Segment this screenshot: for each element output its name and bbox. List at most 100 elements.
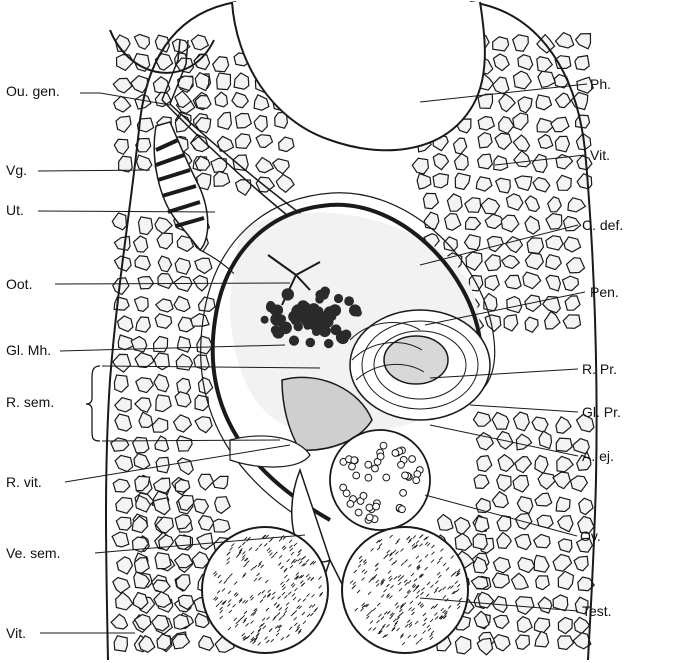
vitellarium-cell xyxy=(236,114,252,129)
label-ut: Ut. xyxy=(6,202,24,218)
vitellarium-cell xyxy=(478,154,493,169)
vitellarium-cell xyxy=(546,255,561,270)
vitellarium-cell xyxy=(433,174,448,188)
label-c-def: C. def. xyxy=(582,217,623,233)
vitellarium-cell xyxy=(234,73,249,89)
vitellarium-cell xyxy=(504,315,518,331)
vitellarium-cell xyxy=(498,455,514,472)
vitellarium-cell xyxy=(565,296,580,310)
vitellarium-cell xyxy=(494,156,508,171)
vitellarium-cell xyxy=(546,236,563,250)
vitellarium-cell xyxy=(499,117,514,134)
vitellarium-cell xyxy=(254,116,267,132)
label-vg: Vg. xyxy=(6,162,27,178)
vitellarium-cell xyxy=(494,54,510,71)
vitellarium-cell xyxy=(175,554,193,568)
mehlis-granule xyxy=(306,338,316,348)
vitellarium-cell xyxy=(115,398,131,412)
vitellarium-cell xyxy=(575,56,589,70)
mehlis-granule xyxy=(354,309,362,317)
label-gl-pr: Gl. Pr. xyxy=(582,404,621,420)
vitellarium-cell xyxy=(558,636,574,650)
vitellarium-cell xyxy=(158,256,171,272)
vitellarium-cell xyxy=(254,95,269,110)
ovum-cell xyxy=(365,461,372,468)
vitellarium-cell xyxy=(117,557,133,574)
vitellarium-cell xyxy=(116,517,131,530)
vitellarium-cell xyxy=(466,217,481,229)
vitellarium-cell xyxy=(553,472,570,488)
vitellarium-cell xyxy=(494,635,510,651)
vitellarium-cell xyxy=(154,353,169,370)
vitellarium-cell xyxy=(136,317,151,332)
vitellarium-cell xyxy=(199,516,214,531)
vitellarium-cell xyxy=(256,135,272,148)
vitellarium-cell xyxy=(131,337,147,352)
vitellarium-cell xyxy=(213,519,230,532)
pharynx xyxy=(232,2,485,150)
vitellarium-cell xyxy=(497,532,512,548)
mehlis-granule xyxy=(341,330,351,340)
ovum-cell xyxy=(383,474,390,481)
vitellarium-cell xyxy=(118,316,133,332)
vitellarium-cell xyxy=(175,392,191,407)
vitellarium-cell xyxy=(557,175,572,190)
leader-gl-pr xyxy=(470,405,578,412)
vitellarium-cell xyxy=(424,212,439,229)
vitellarium-cell xyxy=(156,299,173,312)
vitellarium-cell xyxy=(477,456,492,472)
vitellarium-cell xyxy=(156,395,172,412)
vitellarium-cell xyxy=(197,336,213,354)
vitellarium-cell xyxy=(134,558,149,574)
vitellarium-cell xyxy=(516,635,530,649)
mehlis-granule xyxy=(334,294,343,303)
vitellarium-cell xyxy=(158,274,173,289)
vitellarium-cell xyxy=(579,498,593,514)
ovum-cell xyxy=(373,503,380,510)
vitellarium-cell xyxy=(548,197,562,212)
vitellarium-cell xyxy=(492,573,509,588)
ovum-cell xyxy=(355,509,362,516)
ovum-cell xyxy=(347,501,354,508)
vitellarium-cell xyxy=(136,378,154,393)
vitellarium-cell xyxy=(444,237,458,251)
label-pen: Pen. xyxy=(590,284,619,300)
vitellarium-cell xyxy=(475,516,489,532)
vitellarium-cell xyxy=(546,275,560,291)
vitellarium-cell xyxy=(534,618,549,633)
vitellarium-cell xyxy=(116,592,133,610)
ovum-cell xyxy=(353,472,360,479)
vitellarium-cell xyxy=(514,71,532,89)
testis-right xyxy=(342,527,468,653)
vitellarium-cell xyxy=(137,155,152,171)
vitellarium-cell xyxy=(513,113,528,130)
vitellarium-cell xyxy=(507,194,523,210)
vitellarium-cell xyxy=(502,255,520,268)
vitellarium-cell xyxy=(279,137,294,152)
vitellarium-cell xyxy=(455,636,471,654)
ovum-cell xyxy=(365,474,372,481)
vitellarium-cell xyxy=(576,34,591,49)
vitellarium-cell xyxy=(135,297,149,312)
vitellarium-cell xyxy=(532,417,548,432)
vitellarium-cell xyxy=(213,57,229,72)
vitellarium-cell xyxy=(538,473,555,490)
vitellarium-cell xyxy=(233,155,248,171)
vitellarium-cell xyxy=(465,235,481,250)
vitellarium-cell xyxy=(198,378,212,394)
vitellarium-cell xyxy=(445,214,461,231)
vitellarium-cell xyxy=(195,258,212,273)
mehlis-granule xyxy=(309,311,318,320)
ovum-cell xyxy=(372,465,379,472)
vitellarium-cell xyxy=(506,237,523,253)
vitellarium-cell xyxy=(515,457,531,473)
vitellarium-cell xyxy=(113,354,131,372)
mehlis-granule xyxy=(288,311,300,323)
vitellarium-cell xyxy=(154,478,171,493)
vitellarium-cell xyxy=(513,476,529,493)
vitellarium-cell xyxy=(114,375,128,392)
vitellarium-cell xyxy=(555,136,569,152)
mehlis-granule xyxy=(324,306,336,318)
vitellarium-cell xyxy=(567,258,585,273)
